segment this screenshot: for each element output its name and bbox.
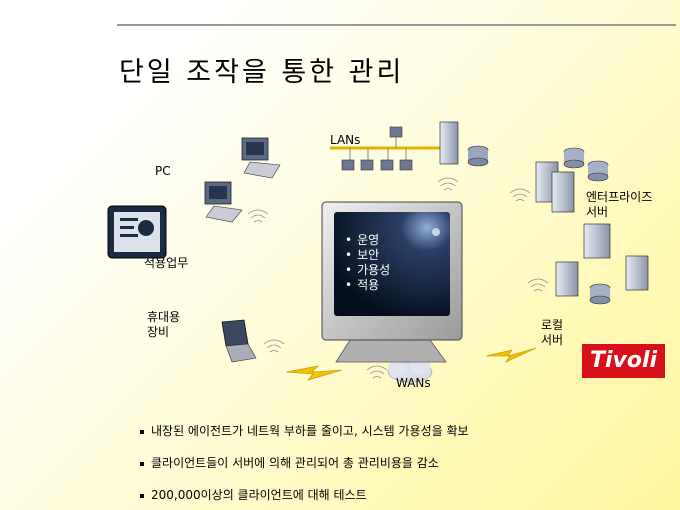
lan-pc-icon [341,126,413,171]
lan-server-icon [439,121,489,167]
title-divider [117,24,676,26]
bullet-marker [140,461,144,466]
center-item: 가용성 [345,263,390,278]
bullet-text: 클라이언트들이 서버에 의해 관리되어 총 관리비용을 감소 [151,456,439,470]
signal-icon [247,177,549,379]
center-items-list: 운영 보안 가용성 적용 [345,233,390,293]
application-icon [107,205,167,259]
portable-device-icon [221,319,257,363]
label-portable: 휴대용 장비 [147,310,181,339]
lan-network [330,121,489,171]
bullet-item: 클라이언트들이 서버에 의해 관리되어 총 관리비용을 감소 [140,454,439,471]
label-local-server: 로컬 서버 [541,318,564,347]
bullet-item: 내장된 에이전트가 네트웍 부하를 줄이고, 시스템 가용성을 확보 [140,422,469,439]
bullet-text: 내장된 에이전트가 네트웍 부하를 줄이고, 시스템 가용성을 확보 [151,424,469,438]
center-item: 적용 [345,278,390,293]
label-wans: WANs [396,376,431,390]
label-application: 적용업무 [144,256,189,270]
enterprise-server-icon [535,147,609,213]
label-pc: PC [155,164,171,178]
label-enterprise-server: 엔터프라이즈 서버 [586,190,653,219]
center-item: 운영 [345,233,390,248]
central-monitor-icon [321,201,463,363]
lightning-icon [285,347,537,381]
bullet-marker [140,493,144,498]
label-lans: LANs [330,133,361,147]
bullet-marker [140,429,144,434]
bullet-item: 200,000이상의 클라이언트에 대해 테스트 [140,486,367,503]
tivoli-logo: Tivoli [582,344,665,378]
page-title: 단일 조작을 통한 관리 [119,57,405,88]
center-item: 보안 [345,248,390,263]
bullet-text: 200,000이상의 클라이언트에 대해 테스트 [151,488,367,502]
pc-icon [204,137,281,223]
local-server-icon [555,223,649,305]
